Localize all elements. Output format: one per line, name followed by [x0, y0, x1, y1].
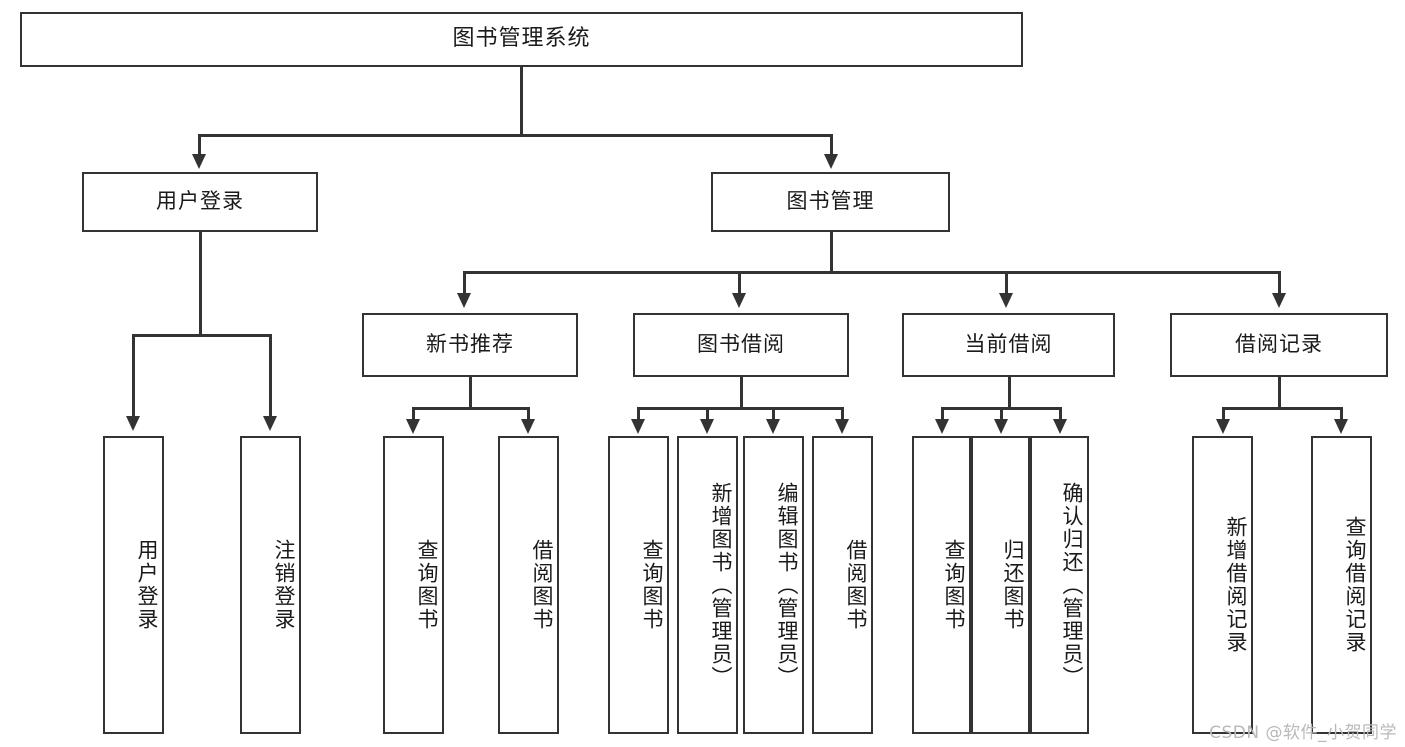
connector-user-login-stem	[199, 232, 202, 336]
leaf-cb-confirm-return[interactable]: 确认归还（管理员）	[1030, 436, 1089, 734]
node-label: 查询图书	[640, 539, 664, 631]
connector-bb-bus	[637, 407, 843, 410]
connector-to-leaf-logout	[269, 334, 272, 418]
node-book-manage[interactable]: 图书管理	[711, 172, 950, 232]
connector-to-new-book-rec	[463, 271, 466, 295]
connector-bb-to-borrow	[841, 407, 844, 421]
connector-bb-to-query	[637, 407, 640, 421]
node-label: 查询图书	[942, 539, 966, 631]
node-label: 用户登录	[156, 189, 244, 214]
node-label: 当前借阅	[964, 332, 1053, 357]
leaf-bb-borrow-book[interactable]: 借阅图书	[812, 436, 873, 734]
node-borrow-record[interactable]: 借阅记录	[1170, 313, 1388, 377]
arrowhead-to-current-borrow	[999, 293, 1013, 308]
arrowhead-to-book-manage	[824, 154, 838, 169]
node-label: 注销登录	[272, 539, 296, 631]
arrowhead-nbr-to-borrow	[521, 419, 535, 434]
node-user-login[interactable]: 用户登录	[82, 172, 318, 232]
arrowhead-to-new-book-rec	[457, 293, 471, 308]
arrowhead-cb-to-return	[994, 419, 1008, 434]
node-label: 借阅图书	[844, 539, 868, 631]
connector-nbr-stem	[469, 377, 472, 409]
arrowhead-to-user-login	[192, 154, 206, 169]
node-label: 图书管理	[786, 189, 875, 214]
connector-nbr-to-query	[412, 407, 415, 421]
arrowhead-to-leaf-logout	[263, 416, 277, 431]
node-book-borrow[interactable]: 图书借阅	[633, 313, 849, 377]
leaf-br-add-record[interactable]: 新增借阅记录	[1192, 436, 1253, 734]
arrowhead-cb-to-confirm	[1053, 419, 1067, 434]
connector-root-stem	[520, 67, 523, 135]
leaf-cb-query-book[interactable]: 查询图书	[912, 436, 971, 734]
node-root-system[interactable]: 图书管理系统	[20, 12, 1023, 67]
node-label: 用户登录	[135, 539, 159, 631]
node-label: 借阅记录	[1235, 332, 1323, 357]
connector-nbr-to-borrow	[527, 407, 530, 421]
node-new-book-rec[interactable]: 新书推荐	[362, 313, 578, 377]
node-label: 确认归还（管理员）	[1060, 481, 1084, 689]
leaf-br-query-record[interactable]: 查询借阅记录	[1311, 436, 1372, 734]
leaf-nbr-query-book[interactable]: 查询图书	[383, 436, 444, 734]
arrowhead-to-book-borrow	[732, 293, 746, 308]
node-label: 归还图书	[1001, 539, 1025, 631]
arrowhead-to-leaf-user-login	[126, 416, 140, 431]
arrowhead-br-to-query	[1334, 419, 1348, 434]
leaf-user-login[interactable]: 用户登录	[103, 436, 164, 734]
connector-cb-to-confirm	[1059, 407, 1062, 421]
watermark-text: CSDN @软件_小贺同学	[1209, 723, 1397, 743]
node-label: 查询借阅记录	[1343, 516, 1367, 654]
connector-to-book-manage	[830, 134, 833, 156]
connector-cb-stem	[1008, 377, 1011, 409]
node-current-borrow[interactable]: 当前借阅	[902, 313, 1115, 377]
arrowhead-bb-to-query	[631, 419, 645, 434]
connector-to-user-login	[198, 134, 201, 156]
node-label: 查询图书	[415, 539, 439, 631]
arrowhead-bb-to-add	[700, 419, 714, 434]
leaf-bb-edit-book[interactable]: 编辑图书（管理员）	[743, 436, 804, 734]
leaf-nbr-borrow-book[interactable]: 借阅图书	[498, 436, 559, 734]
connector-level1-bus	[198, 134, 832, 137]
node-label: 图书管理系统	[452, 26, 591, 52]
connector-to-current-borrow	[1005, 271, 1008, 295]
connector-cb-to-query	[941, 407, 944, 421]
connector-br-bus	[1222, 407, 1342, 410]
connector-to-borrow-record	[1278, 271, 1281, 295]
connector-to-leaf-user-login	[132, 334, 135, 418]
connector-user-login-bus	[132, 334, 269, 337]
arrowhead-br-to-add	[1216, 419, 1230, 434]
connector-book-manage-stem	[830, 232, 833, 273]
leaf-logout[interactable]: 注销登录	[240, 436, 301, 734]
arrowhead-cb-to-query	[935, 419, 949, 434]
node-label: 借阅图书	[530, 539, 554, 631]
node-label: 新增图书（管理员）	[709, 481, 733, 689]
arrowhead-nbr-to-query	[406, 419, 420, 434]
leaf-cb-return-book[interactable]: 归还图书	[971, 436, 1030, 734]
connector-nbr-bus	[412, 407, 529, 410]
connector-level2-bus	[463, 271, 1281, 274]
connector-br-to-add	[1222, 407, 1225, 421]
connector-bb-stem	[740, 377, 743, 409]
leaf-bb-query-book[interactable]: 查询图书	[608, 436, 669, 734]
connector-bb-to-add	[706, 407, 709, 421]
node-label: 新书推荐	[426, 332, 514, 357]
connector-br-stem	[1278, 377, 1281, 409]
connector-br-to-query	[1340, 407, 1343, 421]
connector-to-book-borrow	[738, 271, 741, 295]
node-label: 新增借阅记录	[1224, 516, 1248, 654]
arrowhead-to-borrow-record	[1272, 293, 1286, 308]
arrowhead-bb-to-borrow	[835, 419, 849, 434]
connector-bb-to-edit	[772, 407, 775, 421]
node-label: 图书借阅	[697, 332, 785, 357]
connector-cb-to-return	[1000, 407, 1003, 421]
leaf-bb-add-book[interactable]: 新增图书（管理员）	[677, 436, 738, 734]
node-label: 编辑图书（管理员）	[775, 481, 799, 689]
arrowhead-bb-to-edit	[766, 419, 780, 434]
